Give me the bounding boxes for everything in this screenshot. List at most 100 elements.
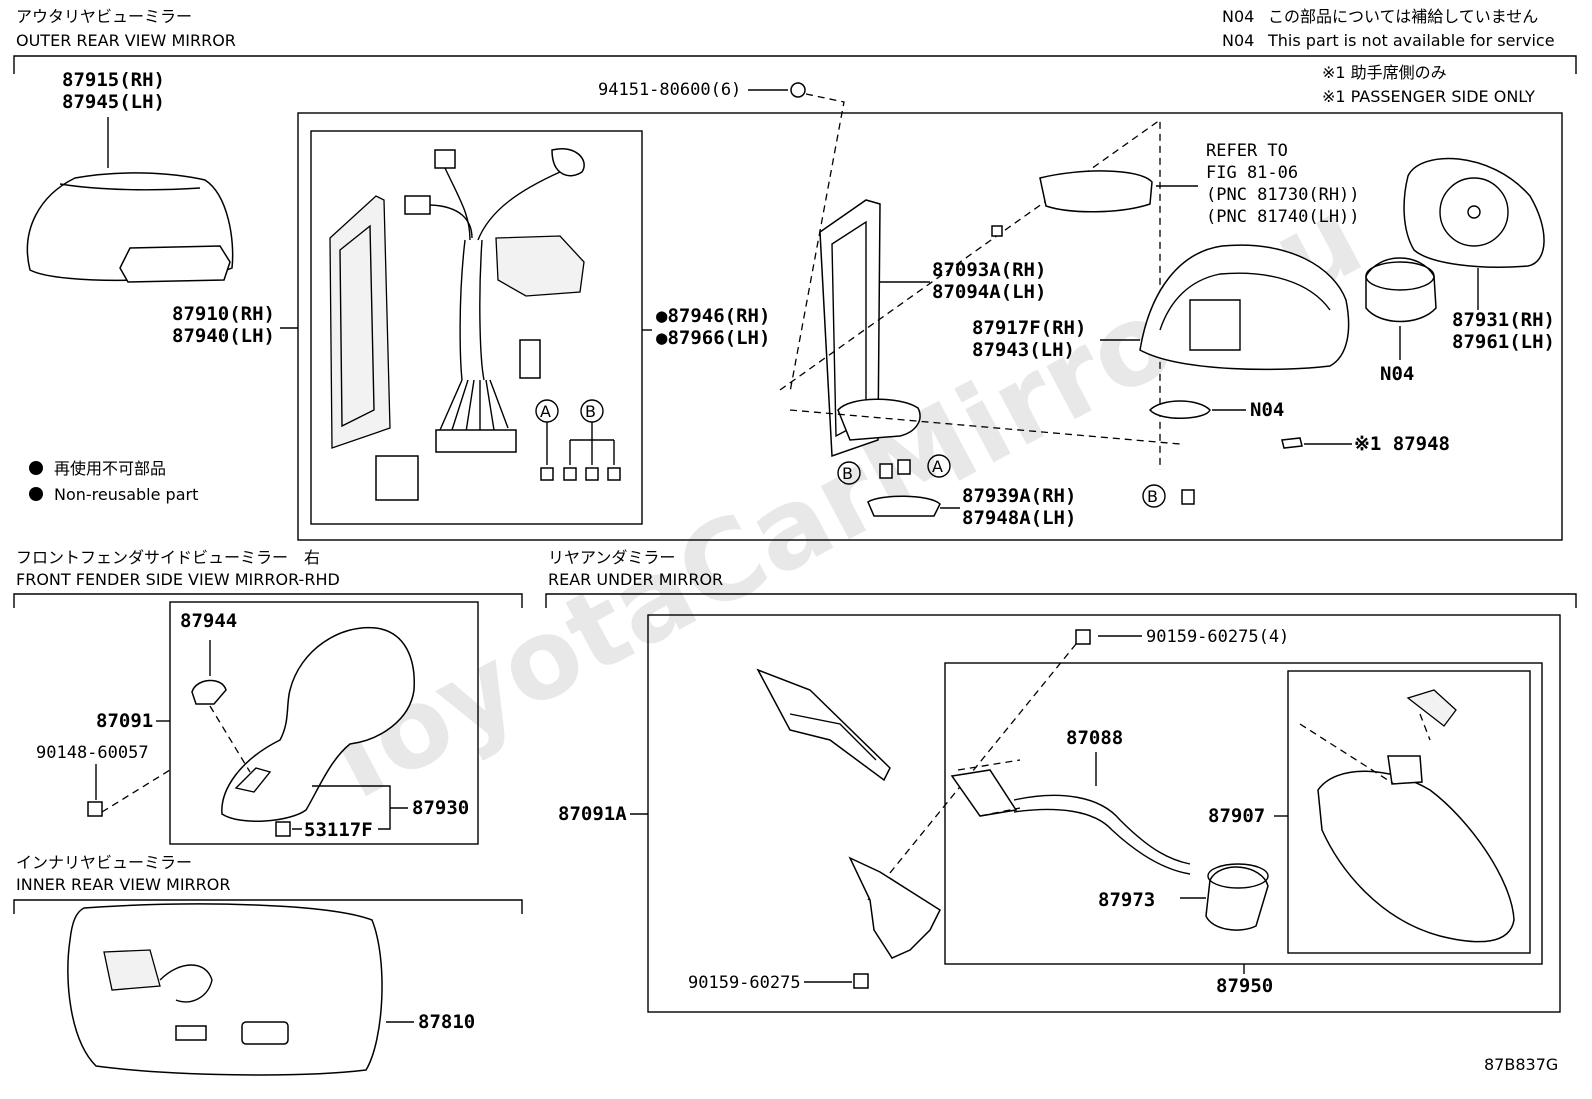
label-87945: 87945(LH)	[62, 91, 165, 113]
label-n04-small: N04	[1250, 399, 1284, 421]
harness-box	[310, 130, 643, 525]
rear-under-section-bracket	[545, 593, 1577, 608]
stay-87088-part[interactable]	[950, 769, 1191, 875]
passenger-note-jp: ※1 助手席側のみ	[1322, 63, 1447, 82]
label-90148: 90148-60057	[36, 743, 149, 763]
label-87940: 87940(LH)	[172, 325, 275, 347]
screws-group[interactable]	[540, 467, 621, 481]
bolt-lower-part[interactable]	[853, 973, 869, 989]
label-87915: 87915(RH)	[62, 69, 165, 91]
tag-b-right: B	[1142, 484, 1166, 508]
dashed-assembly-line	[789, 93, 845, 393]
dashed-assembly-line	[209, 705, 251, 773]
label-87930: 87930	[412, 797, 469, 819]
svg-text:A: A	[932, 457, 943, 476]
rear-under-title-en: REAR UNDER MIRROR	[548, 570, 723, 589]
section-title-en: OUTER REAR VIEW MIRROR	[16, 31, 236, 50]
leader-line	[292, 785, 408, 830]
label-90159: 90159-60275	[688, 973, 801, 993]
refer-line-1: REFER TO	[1206, 141, 1288, 161]
label-87961: 87961(LH)	[1452, 331, 1555, 353]
label-87943: 87943(LH)	[972, 339, 1075, 361]
mirror-motor-part[interactable]	[1365, 257, 1437, 323]
label-87091a: 87091A	[558, 803, 627, 825]
refer-line-4: (PNC 81740(LH))	[1206, 207, 1360, 227]
fender-title-en: FRONT FENDER SIDE VIEW MIRROR-RHD	[16, 570, 340, 589]
cover-87973-part[interactable]	[1205, 863, 1269, 931]
section-title-jp: アウタリヤビューミラー	[16, 7, 192, 26]
mirror-cover-part[interactable]	[26, 172, 234, 283]
label-87946: ●87946(RH)	[656, 305, 770, 327]
inner-title-en: INNER REAR VIEW MIRROR	[16, 875, 231, 894]
screw-part[interactable]	[1181, 489, 1195, 505]
mirror-housing-part[interactable]	[1139, 244, 1350, 371]
clip-53117f-part[interactable]	[275, 821, 291, 837]
turn-signal-part[interactable]	[991, 170, 1153, 237]
label-87939a: 87939A(RH)	[962, 485, 1076, 507]
note-code-1: N04	[1222, 7, 1254, 26]
fender-section-bracket	[13, 593, 523, 608]
passenger-note-en: ※1 PASSENGER SIDE ONLY	[1322, 87, 1535, 106]
svg-text:B: B	[1147, 487, 1158, 506]
note-en: This part is not available for service	[1267, 31, 1555, 50]
outer-section-bracket	[13, 55, 1577, 74]
inner-title-jp: インナリヤビューミラー	[16, 853, 192, 872]
screw-tag-a: A	[535, 399, 559, 423]
legend-en: Non-reusable part	[54, 485, 198, 504]
inner-mirror-part[interactable]	[67, 903, 383, 1076]
fender-box	[169, 601, 479, 845]
label-87093a: 87093A(RH)	[932, 259, 1046, 281]
outer-assembly-box	[297, 112, 1563, 541]
cover-87948-part[interactable]	[1281, 437, 1303, 449]
label-87091: 87091	[96, 710, 153, 732]
note-jp: この部品については補給していません	[1268, 7, 1538, 26]
base-screws[interactable]	[879, 459, 911, 479]
label-87810: 87810	[418, 1011, 475, 1033]
bolt-part[interactable]	[790, 82, 806, 98]
label-87910: 87910(RH)	[172, 303, 275, 325]
screw-tag-b: B	[580, 399, 604, 423]
mirror-base-part[interactable]	[819, 199, 921, 458]
figure-code: 87B837G	[1484, 1055, 1558, 1074]
dashed-assembly-line	[1299, 713, 1431, 785]
label-motor-n04: N04	[1380, 363, 1414, 385]
label-87931: 87931(RH)	[1452, 309, 1555, 331]
label-87966: ●87966(LH)	[656, 327, 770, 349]
refer-line-3: (PNC 81730(RH))	[1206, 185, 1360, 205]
label-87094a: 87094A(LH)	[932, 281, 1046, 303]
fender-cap-part[interactable]	[191, 679, 227, 705]
n04-bracket-part[interactable]	[1148, 400, 1211, 419]
bolt-90159-part[interactable]	[1075, 629, 1091, 645]
wire-harness-part[interactable]	[329, 147, 585, 501]
tag-b-lower: B	[837, 461, 861, 485]
sticker-part[interactable]	[756, 668, 891, 782]
screw-leaders	[546, 422, 615, 465]
note-code-2: N04	[1222, 31, 1254, 50]
mirror-head-part[interactable]	[1317, 689, 1515, 943]
mirror-head-box	[1287, 670, 1531, 954]
svg-text:B: B	[585, 402, 596, 421]
fender-screw-part[interactable]	[87, 801, 103, 817]
label-87950: 87950	[1216, 975, 1273, 997]
fender-title-jp: フロントフェンダサイドビューミラー 右	[16, 548, 320, 567]
label-87973: 87973	[1098, 889, 1155, 911]
label-53117f: 53117F	[304, 819, 373, 841]
inner-section-bracket	[13, 899, 523, 914]
dashed-assembly-line	[101, 769, 171, 813]
lower-cover-part[interactable]	[867, 495, 941, 517]
label-87944: 87944	[180, 610, 237, 632]
dashed-assembly-line	[957, 759, 1021, 817]
dashed-assembly-line	[867, 643, 1077, 901]
fender-mirror-part[interactable]	[221, 626, 415, 822]
label-87948: ※1 87948	[1354, 433, 1450, 455]
non-reusable-bullet	[29, 487, 43, 501]
bracket-part[interactable]	[848, 856, 941, 959]
label-87948a: 87948A(LH)	[962, 507, 1076, 529]
mirror-glass-part[interactable]	[1403, 157, 1545, 268]
svg-text:B: B	[842, 464, 853, 483]
label-87917f: 87917F(RH)	[972, 317, 1086, 339]
refer-line-2: FIG 81-06	[1206, 163, 1298, 183]
non-reusable-bullet	[29, 461, 43, 475]
svg-text:A: A	[540, 402, 551, 421]
